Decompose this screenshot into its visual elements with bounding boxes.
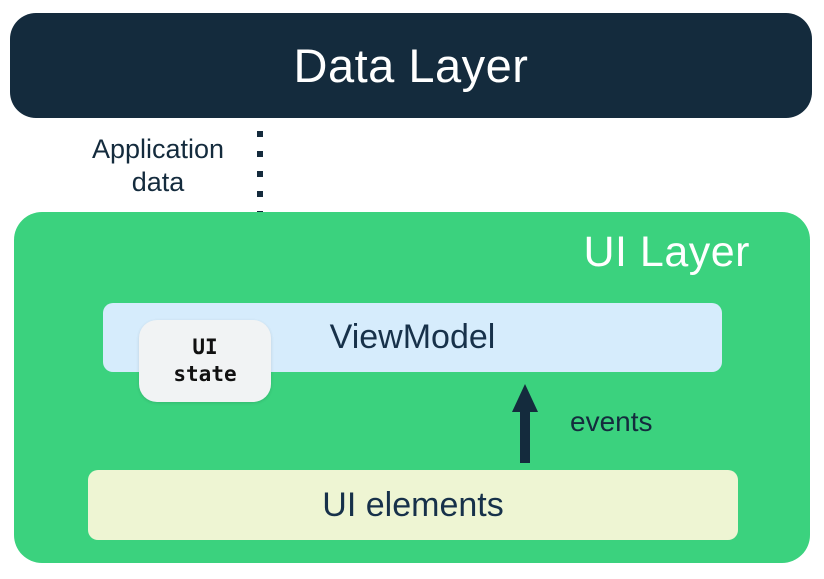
viewmodel-box: ViewModel — [103, 303, 722, 372]
ui-state-badge-line2: state — [173, 362, 237, 386]
application-data-label-line2: data — [131, 167, 185, 197]
events-label: events — [570, 406, 653, 437]
ui-state-badge: UI state — [139, 320, 271, 402]
ui-state-badge-line1: UI — [192, 335, 218, 359]
application-data-arrow-line-icon — [257, 131, 263, 265]
application-data-label-line1: Application — [91, 134, 225, 164]
application-data-label: Application data — [72, 133, 244, 199]
events-arrow-shaft-icon — [520, 408, 530, 463]
viewmodel-label: ViewModel — [329, 318, 496, 356]
ui-elements-label: UI elements — [322, 485, 504, 524]
events-arrowhead-icon — [512, 384, 538, 412]
ui-layer-box: UI Layer ViewModel UI state events UI el… — [14, 212, 810, 563]
ui-elements-box: UI elements — [88, 470, 738, 540]
data-layer-box: Data Layer — [10, 13, 812, 118]
ui-layer-title: UI Layer — [583, 228, 750, 276]
data-layer-title: Data Layer — [293, 39, 529, 92]
